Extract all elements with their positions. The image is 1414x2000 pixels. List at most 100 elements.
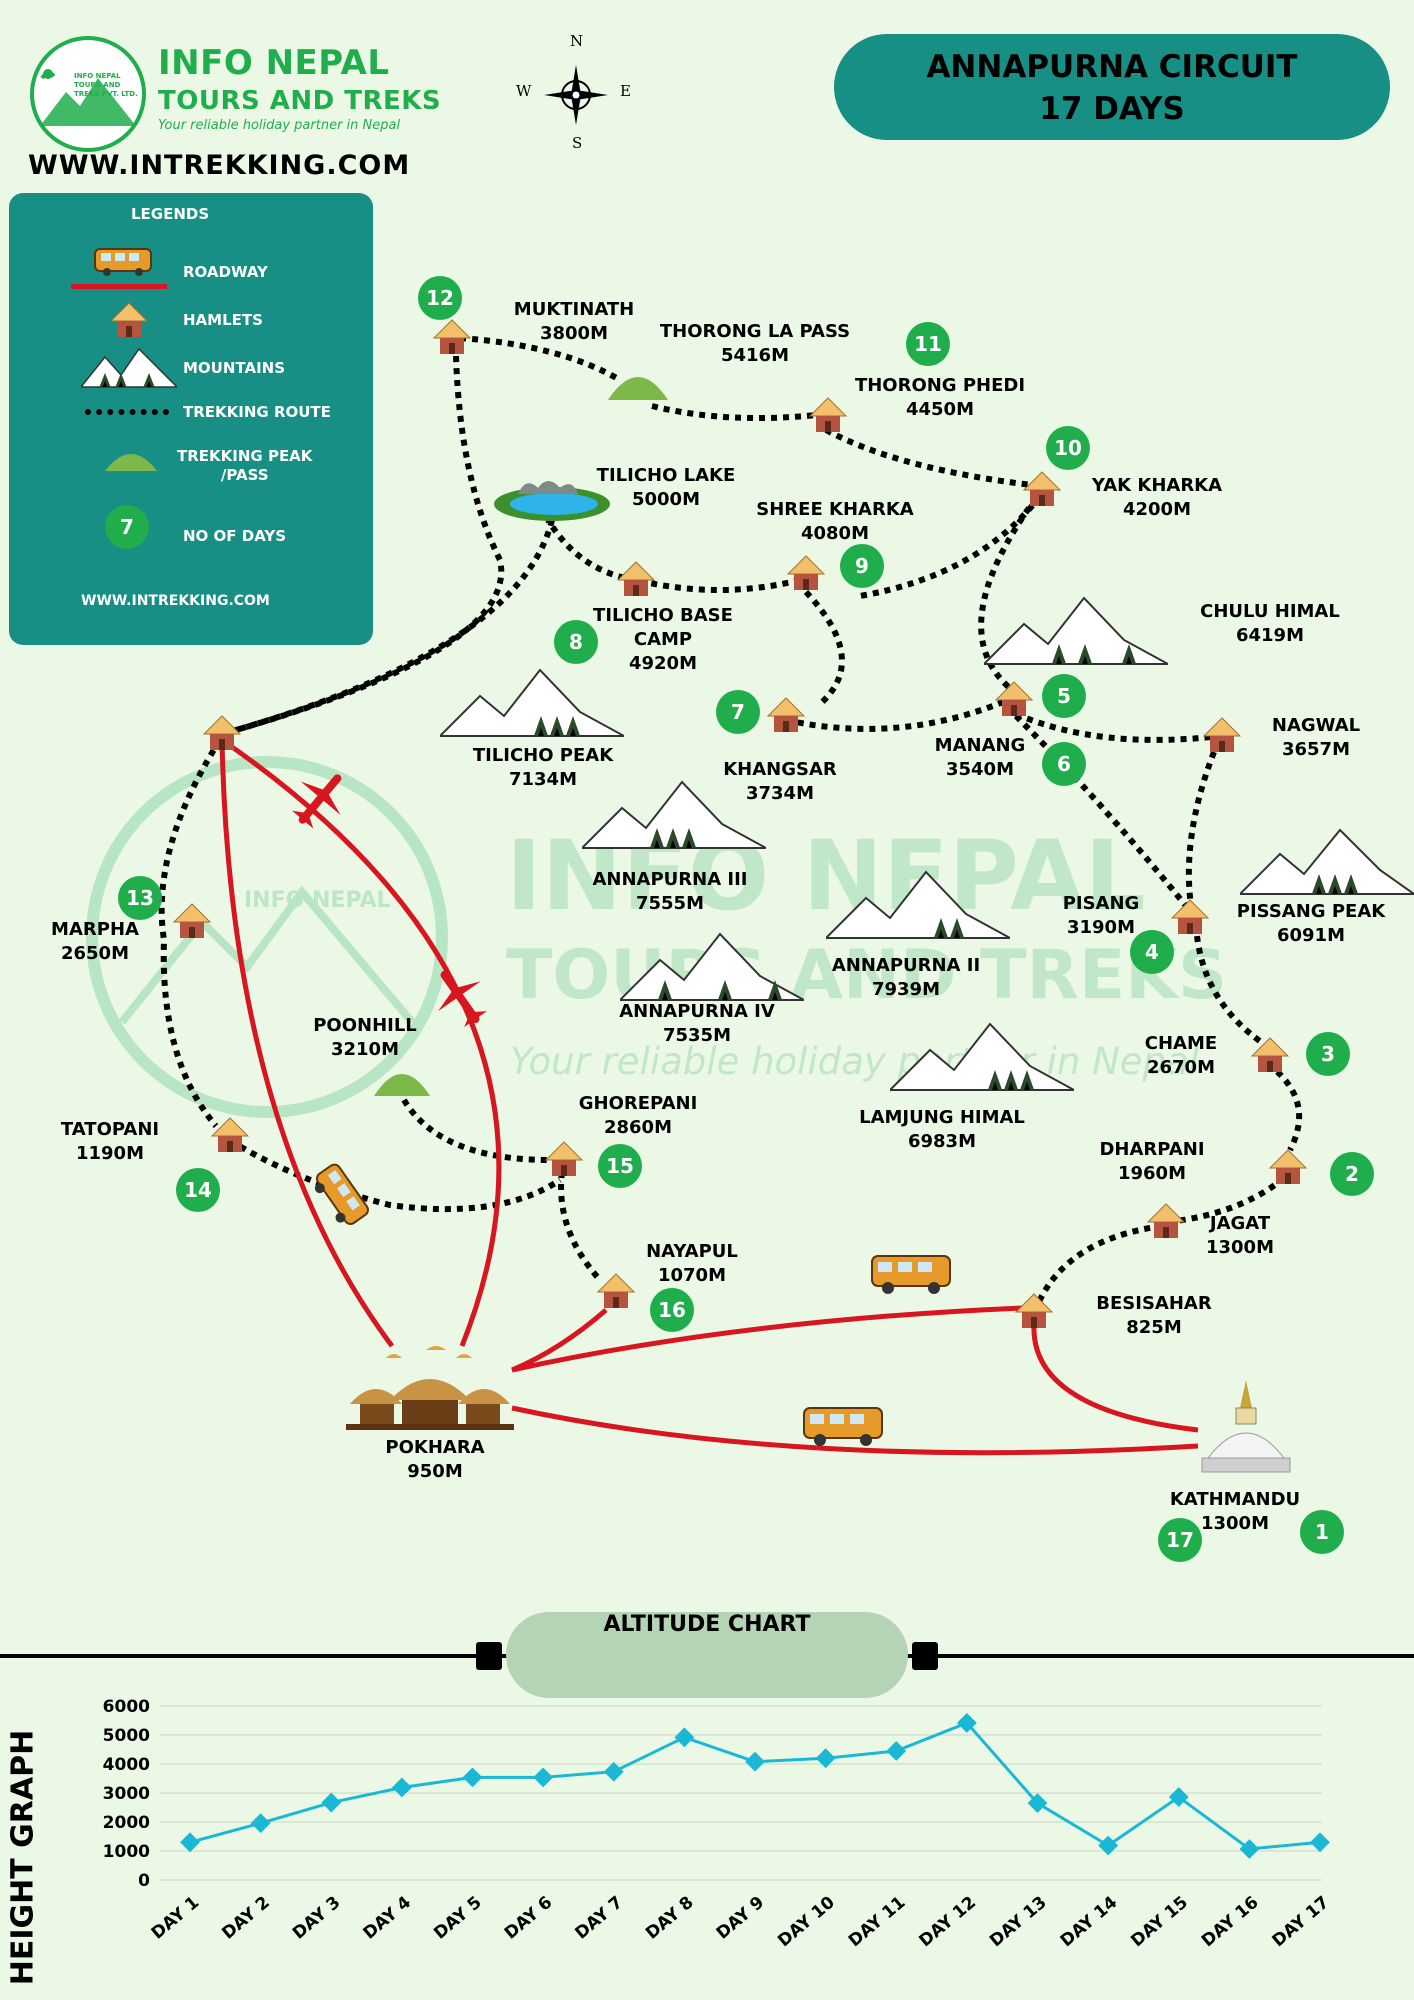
trail-pisang-chame <box>1193 923 1266 1047</box>
x-tick-label: DAY 3 <box>289 1893 345 1944</box>
hamlet-jagat-icon <box>1146 1203 1186 1238</box>
hamlet-khangsar-icon <box>766 697 806 732</box>
compass-e: E <box>620 82 631 100</box>
x-tick-label: DAY 11 <box>845 1893 910 1952</box>
legend-roadway: ROADWAY <box>183 263 268 281</box>
altitude-point <box>321 1792 342 1813</box>
annapurna4-mountain-icon <box>620 932 804 1001</box>
trail-hub-marpha <box>158 738 223 1128</box>
label-muktinath: MUKTINATH 3800M <box>513 299 635 344</box>
day-badge-2: 2 <box>1330 1152 1374 1196</box>
hamlet-shree-kharka-icon <box>786 555 826 590</box>
pokhara-village-icon <box>346 1346 514 1430</box>
label-nayapul: NAYAPUL 1070M <box>646 1241 738 1286</box>
brand-name-line1: INFO NEPAL <box>158 43 390 83</box>
chulu-mountain-icon <box>984 596 1168 665</box>
label-tilicho-peak: TILICHO PEAK 7134M <box>472 745 614 790</box>
hamlet-yak-kharka-icon <box>1022 471 1062 506</box>
chart-divider-cap-left <box>476 1642 502 1670</box>
hamlet-pisang-icon <box>1170 899 1210 934</box>
altitude-point <box>250 1813 271 1834</box>
label-dharpani: DHARPANI 1960M <box>1099 1139 1205 1184</box>
peak-icon <box>105 454 157 471</box>
day-badge-5: 5 <box>1042 674 1086 718</box>
title-line2: 17 DAYS <box>1039 91 1185 127</box>
compass-n: N <box>570 32 584 50</box>
hamlet-nagwal-icon <box>1202 717 1242 752</box>
label-yak-kharka: YAK KHARKA 4200M <box>1091 475 1223 520</box>
day-badge-7: 7 <box>716 690 760 734</box>
thorong-la-peak-icon <box>608 377 668 400</box>
brand-tagline: Your reliable holiday partner in Nepal <box>158 118 401 133</box>
day-badge-4: 4 <box>1130 930 1174 974</box>
trail-lake-hub <box>221 519 555 737</box>
plane-icon-north <box>291 774 342 829</box>
hamlet-manang-icon <box>994 681 1034 716</box>
trail-dharpani-jagat <box>1167 1175 1286 1225</box>
altitude-point <box>1168 1787 1189 1807</box>
logo-small-text: INFO NEPAL TOURS AND TREKS PVT. LTD. <box>74 72 138 98</box>
road-pokhara-kathmandu <box>511 1405 1199 1456</box>
trail-yak-shree <box>859 494 1043 599</box>
day-badge-6: 6 <box>1042 742 1086 786</box>
x-tick-label: DAY 10 <box>774 1892 839 1951</box>
brand-name: INFO NEPAL TOURS AND TREKS <box>158 44 441 120</box>
label-pisang: PISANG 3190M <box>1062 893 1140 938</box>
label-thorong-phedi: THORONG PHEDI 4450M <box>854 375 1026 420</box>
chart-divider-cap-right <box>912 1642 938 1670</box>
altitude-point <box>815 1748 836 1769</box>
x-tick-label: DAY 15 <box>1127 1893 1192 1952</box>
altitude-point <box>603 1761 624 1782</box>
label-kathmandu: KATHMANDU 1300M <box>1169 1489 1301 1534</box>
day-badge-1: 1 <box>1300 1510 1344 1554</box>
label-annapurna3: ANNAPURNA III 7555M <box>592 869 748 914</box>
label-thorong-la: THORONG LA PASS 5416M <box>659 321 851 366</box>
day-badge-9: 9 <box>840 544 884 588</box>
label-ghorepani: GHOREPANI 2860M <box>578 1093 698 1138</box>
x-tick-label: DAY 7 <box>571 1893 627 1944</box>
x-tick-label: DAY 8 <box>642 1893 698 1944</box>
bus-icon-tatopani <box>314 1163 369 1225</box>
x-tick-label: DAY 6 <box>501 1893 557 1944</box>
bus-icon <box>94 248 152 276</box>
hamlet-dharpani-icon <box>1268 1149 1308 1184</box>
altitude-point <box>1310 1832 1330 1853</box>
day-badge-10: 10 <box>1046 426 1090 470</box>
watermark-small-line1: INFO NEPAL <box>244 888 391 913</box>
watermark-line2: TOURS AND TREKS <box>506 936 1227 1015</box>
legend-hamlets: HAMLETS <box>183 311 263 329</box>
hamlet-tatopani-icon <box>210 1117 250 1152</box>
tilicho-peak-mountain-icon <box>440 668 624 737</box>
day-badge-16: 16 <box>650 1288 694 1332</box>
hamlet-marpha-icon <box>172 903 212 938</box>
altitude-point <box>462 1767 483 1788</box>
trail-chame-dharpani <box>1266 1061 1303 1152</box>
x-tick-label: DAY 14 <box>1057 1892 1122 1951</box>
title-line1: ANNAPURNA CIRCUIT <box>926 49 1298 85</box>
label-shree-kharka: SHREE KHARKA 4080M <box>756 499 914 544</box>
trail-yak-manang <box>978 496 1039 693</box>
label-pissang-peak: PISSANG PEAK 6091M <box>1236 901 1386 946</box>
hamlet-thorong-phedi-icon <box>808 397 848 432</box>
annapurna3-mountain-icon <box>582 780 766 849</box>
y-tick-label: 0 <box>138 1871 150 1891</box>
legend-no-of-days: NO OF DAYS <box>183 527 287 545</box>
x-tick-label: DAY 9 <box>713 1893 769 1944</box>
day-badge-11: 11 <box>906 322 950 366</box>
trail-line-icon <box>85 409 169 415</box>
label-jagat: JAGAT 1300M <box>1205 1213 1274 1258</box>
watermark-emblem <box>86 756 448 1118</box>
x-tick-label: DAY 13 <box>986 1893 1051 1952</box>
trail-poonhill-ghorepani <box>401 1098 551 1163</box>
chart-title: ALTITUDE CHART <box>506 1612 908 1698</box>
website-url[interactable]: WWW.INTREKKING.COM <box>28 150 411 181</box>
title-banner: ANNAPURNA CIRCUIT 17 DAYS <box>834 34 1390 140</box>
road-pokhara-hub-left <box>219 739 395 1348</box>
label-tilicho-bc: TILICHO BASE CAMP 4920M <box>593 605 733 674</box>
altitude-point <box>533 1767 554 1788</box>
trail-manang-pisang <box>1013 713 1189 908</box>
hamlet-chame-icon <box>1250 1037 1290 1072</box>
hamlet-tilicho-bc-icon <box>616 561 656 596</box>
trail-tatopani-ghorepani <box>218 1131 562 1213</box>
